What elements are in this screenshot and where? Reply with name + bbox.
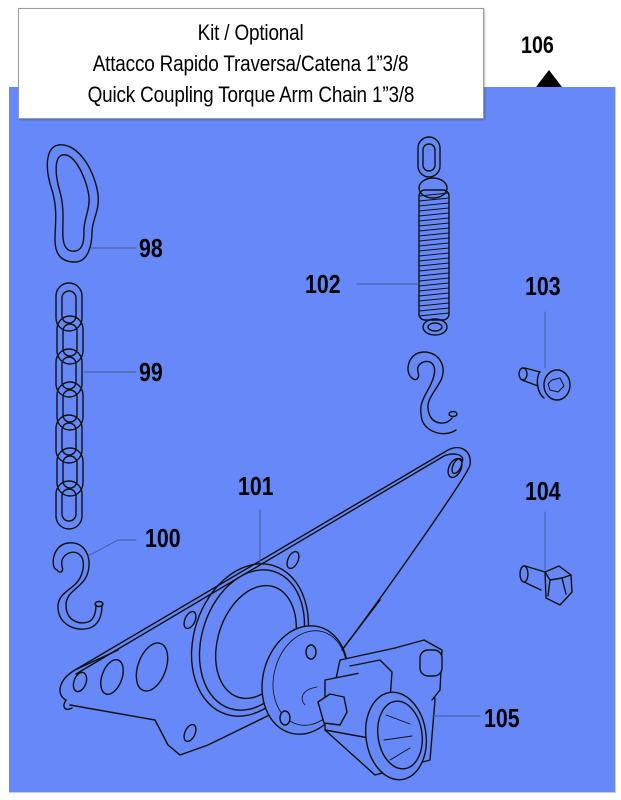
title-box: Kit / Optional Attacco Rapido Traversa/C… bbox=[18, 8, 484, 119]
title-english: Quick Coupling Torque Arm Chain 1”3/8 bbox=[87, 82, 415, 107]
splined-coupling-icon bbox=[261, 625, 443, 781]
callout-98: 98 bbox=[139, 233, 163, 263]
leader-100 bbox=[87, 539, 137, 557]
chain-icon bbox=[55, 282, 84, 530]
title-kit-optional: Kit / Optional bbox=[198, 20, 304, 45]
callout-103: 103 bbox=[525, 271, 561, 301]
callout-105: 105 bbox=[484, 703, 520, 733]
bracket-arm-edge bbox=[341, 599, 381, 651]
kit-pointer-triangle-icon bbox=[536, 70, 562, 87]
s-hook-upper-icon bbox=[407, 351, 458, 435]
chain-link-icon bbox=[46, 144, 100, 263]
callout-99: 99 bbox=[139, 357, 163, 387]
callout-101: 101 bbox=[238, 471, 274, 501]
extension-spring-icon bbox=[417, 136, 450, 336]
s-hook-icon bbox=[52, 542, 104, 630]
title-italian: Attacco Rapido Traversa/Catena 1”3/8 bbox=[93, 51, 409, 76]
socket-head-screw-icon bbox=[518, 367, 571, 401]
callout-100: 100 bbox=[145, 523, 181, 553]
callout-102: 102 bbox=[305, 269, 341, 299]
callout-104: 104 bbox=[525, 476, 561, 506]
hex-bolt-icon bbox=[519, 565, 573, 606]
kit-number-label: 106 bbox=[521, 32, 554, 59]
